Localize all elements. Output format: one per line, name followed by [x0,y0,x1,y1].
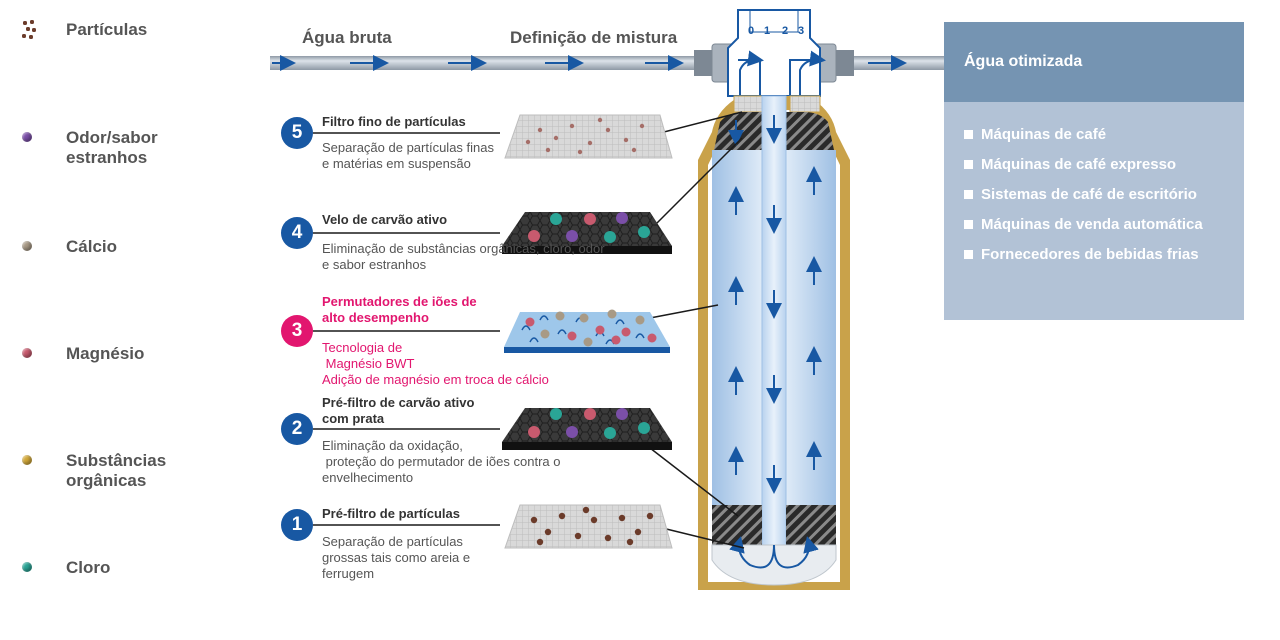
step-desc-4: Eliminação de substâncias orgânicas, clo… [322,241,605,272]
magnesium-dot-icon [22,348,32,358]
layer-carbon-fleece [502,212,672,254]
legend-label: Cálcio [66,237,118,256]
bullet-square-icon [964,220,973,229]
layer-fine-particle-filter [504,114,673,159]
dial-0: 0 [748,25,754,37]
legend-label: Partículas [66,20,148,39]
layer-coarse-particle-filter [504,504,673,549]
legend-item-odor: Odor/sabor estranhos [22,128,196,168]
application-item: Máquinas de venda automática [964,216,1203,246]
application-label: Máquinas de café expresso [981,156,1177,173]
application-item: Sistemas de café de escritório [964,186,1203,216]
legend-item-particles: Partículas [22,20,196,40]
dial-3: 3 [798,25,804,37]
application-label: Sistemas de café de escritório [981,186,1197,203]
bullet-square-icon [964,250,973,259]
step-badge-1: 1 [281,509,313,541]
application-item: Fornecedores de bebidas frias [964,246,1203,276]
raw-water-label: Água bruta [302,28,392,47]
step-badge-4: 4 [281,217,313,249]
bullet-square-icon [964,130,973,139]
step-desc-line: Tecnologia de [322,340,403,355]
step-desc-5: Separação de partículas finas e matérias… [322,140,494,171]
optimized-water-header: Água otimizada [944,22,1244,102]
step-title-3: Permutadores de iões de alto desempenho [322,294,477,325]
chlorine-dot-icon [22,562,32,572]
step-desc-3: Tecnologia de Magnésio BWT Adição de mag… [322,340,622,388]
tank-flow-arrows [728,115,822,494]
step-desc-line: Magnésio BWT [322,356,415,371]
calcium-dot-icon [22,241,32,251]
application-label: Fornecedores de bebidas frias [981,246,1199,263]
applications-list: Máquinas de café Máquinas de café expres… [964,126,1203,276]
legend-label: Odor/sabor estranhos [66,128,158,167]
step-badge-2: 2 [281,413,313,445]
legend-label: Cloro [66,558,111,577]
step-title-5: Filtro fino de partículas [322,114,466,129]
layer-ion-exchanger [504,309,670,353]
legend-label: Magnésio [66,344,145,363]
bullet-square-icon [964,160,973,169]
legend-item-magnesium: Magnésio [22,344,196,364]
dial-1: 1 [764,25,770,37]
application-item: Máquinas de café [964,126,1203,156]
application-item: Máquinas de café expresso [964,156,1203,186]
odor-dot-icon [22,132,32,142]
step-desc-2: Eliminação da oxidação, proteção do perm… [322,438,622,486]
applications-list-panel: Máquinas de café Máquinas de café expres… [944,102,1244,320]
step-desc-line: envelhecimento [322,470,414,485]
layer-carbon-prefilter [502,408,672,450]
step-title-4: Velo de carvão ativo [322,212,448,227]
step-badge-3: 3 [281,315,313,347]
step-desc-line: proteção do permutador de iões contra o [322,454,561,469]
step-desc-line: Eliminação da oxidação, [322,438,463,453]
legend-label: Substâncias orgânicas [66,451,167,490]
particles-icon [22,20,36,40]
legend-item-organic: Substâncias orgânicas [22,451,196,491]
legend-item-calcium: Cálcio [22,237,196,257]
dial-2: 2 [782,25,788,37]
application-label: Máquinas de café [981,126,1107,143]
step-title-2: Pré-filtro de carvão ativo com prata [322,395,475,426]
legend-item-chlorine: Cloro [22,558,196,578]
step-title-1: Pré-filtro de partículas [322,506,460,521]
mix-setting-label: Definição de mistura [510,28,678,47]
bullet-square-icon [964,190,973,199]
optimized-water-title: Água otimizada [964,53,1083,70]
step-desc-1: Separação de partículas grossas tais com… [322,534,471,581]
application-label: Máquinas de venda automática [981,216,1203,233]
organic-dot-icon [22,455,32,465]
step-desc-line: Adição de magnésio em troca de cálcio [322,372,549,387]
step-badge-5: 5 [281,117,313,149]
